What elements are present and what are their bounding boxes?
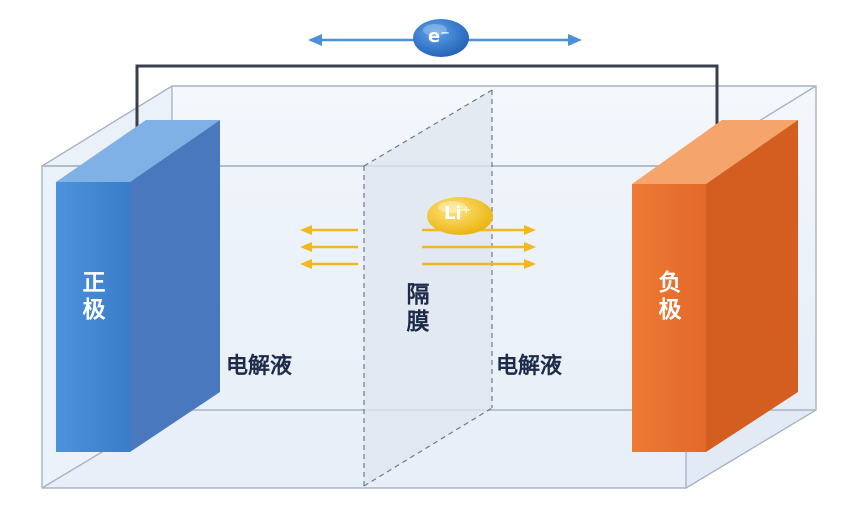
lithium-ion-label: Li⁺: [444, 203, 472, 224]
negative-electrode-label: 负极: [654, 270, 680, 324]
positive-electrode-label: 正极: [78, 270, 104, 324]
negative-electrode: [632, 120, 798, 452]
external-wire: [135, 64, 719, 146]
positive-electrode-front: [56, 182, 130, 452]
negative-electrode-top: [632, 120, 798, 184]
positive-electrode: [56, 120, 220, 452]
lithium-ion-ball-icon: [427, 197, 493, 235]
negative-electrode-side: [706, 120, 798, 452]
ion-arrows-left: [300, 225, 358, 269]
positive-electrode-side: [130, 120, 220, 452]
separator-membrane: [363, 89, 493, 487]
negative-electrode-front: [632, 184, 706, 452]
electron-ball-icon: [413, 19, 469, 57]
electron-label: e⁻: [428, 26, 450, 47]
positive-electrode-top: [56, 120, 220, 182]
electrolyte-left-label: 电解液: [226, 354, 293, 379]
separator-label: 隔膜: [402, 282, 428, 336]
electrolyte-right-label: 电解液: [496, 354, 563, 379]
